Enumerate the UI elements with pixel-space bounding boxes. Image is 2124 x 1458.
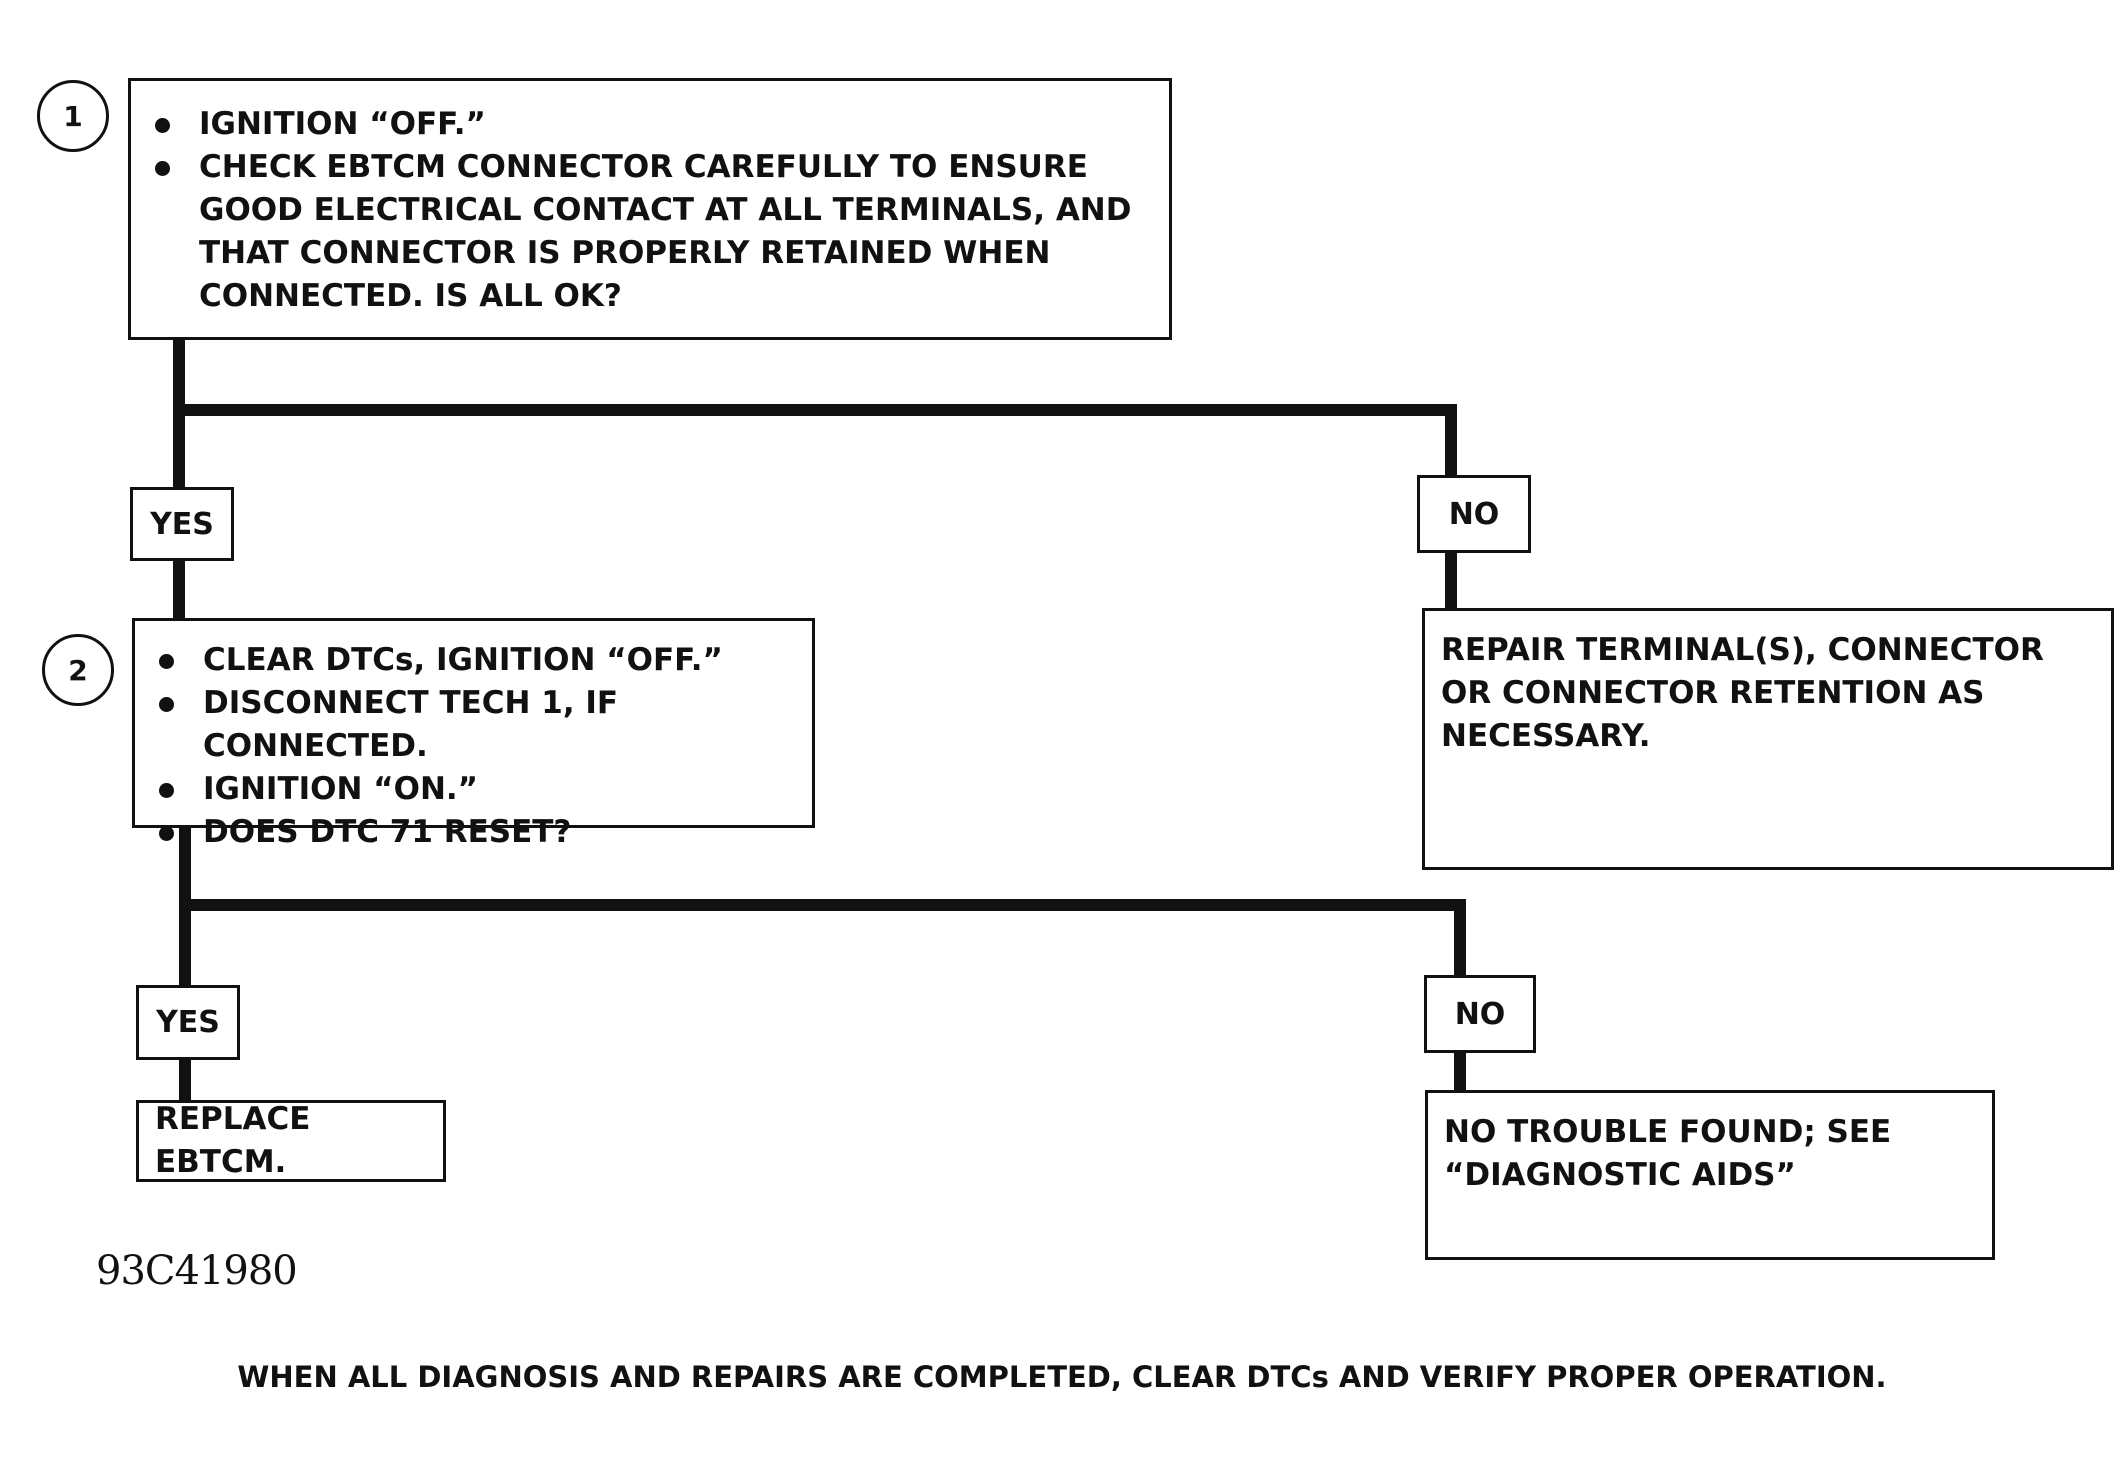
footer-note: WHEN ALL DIAGNOSIS AND REPAIRS ARE COMPL… <box>237 1360 1887 1394</box>
step2-no-connector <box>179 899 1466 984</box>
step-2-list: CLEAR DTCs, IGNITION “OFF.” DISCONNECT T… <box>151 639 796 854</box>
bullet-icon <box>155 118 170 133</box>
bullet-icon <box>159 697 174 712</box>
figure-id: 93C41980 <box>96 1248 298 1294</box>
step-2-bullet-3: IGNITION “ON.” <box>151 768 796 811</box>
step-2-bullet-1: CLEAR DTCs, IGNITION “OFF.” <box>151 639 796 682</box>
step-2-no-result-text: NO TROUBLE FOUND; SEE “DIAGNOSTIC AIDS” <box>1444 1114 1892 1193</box>
step-1-no-result-box: REPAIR TERMINAL(S), CONNECTOR OR CONNECT… <box>1422 608 2114 870</box>
step-2-bullet-2: DISCONNECT TECH 1, IF CONNECTED. <box>151 682 796 768</box>
step-1-yes-label: YES <box>130 487 234 561</box>
step-1-number-circle: 1 <box>37 80 109 152</box>
step-1-no-label: NO <box>1417 475 1531 553</box>
step-1-list: IGNITION “OFF.” CHECK EBTCM CONNECTOR CA… <box>147 103 1149 318</box>
bullet-icon <box>155 161 170 176</box>
step-2-yes-result-text: REPLACE EBTCM. <box>155 1101 311 1180</box>
step-2-yes-result-box: REPLACE EBTCM. <box>136 1100 446 1182</box>
step-2-yes-label: YES <box>136 985 240 1060</box>
step-2-bullet-4: DOES DTC 71 RESET? <box>151 811 796 854</box>
bullet-icon <box>159 783 174 798</box>
step-2-no-label: NO <box>1424 975 1536 1053</box>
step1-no-connector <box>173 404 1457 484</box>
step-2-no-result-box: NO TROUBLE FOUND; SEE “DIAGNOSTIC AIDS” <box>1425 1090 1995 1260</box>
step-1-bullet-2: CHECK EBTCM CONNECTOR CAREFULLY TO ENSUR… <box>147 146 1149 318</box>
step-2-number-circle: 2 <box>42 634 114 706</box>
step-1-number: 1 <box>63 99 83 133</box>
bullet-icon <box>159 826 174 841</box>
step-2-box: CLEAR DTCs, IGNITION “OFF.” DISCONNECT T… <box>132 618 815 850</box>
step-1-no-result-text: REPAIR TERMINAL(S), CONNECTOR OR CONNECT… <box>1441 632 2044 754</box>
step-1-bullet-1: IGNITION “OFF.” <box>147 103 1149 146</box>
bullet-icon <box>159 654 174 669</box>
step-2-number: 2 <box>68 653 88 687</box>
step-1-box: IGNITION “OFF.” CHECK EBTCM CONNECTOR CA… <box>128 78 1172 340</box>
